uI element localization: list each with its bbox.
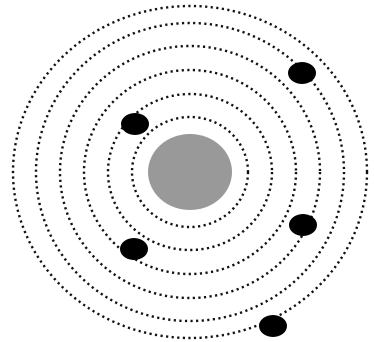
electron-1-electron-icon — [121, 113, 149, 135]
electron-2-electron-icon — [288, 62, 316, 84]
electron-3-electron-icon — [120, 238, 148, 260]
nucleus-icon — [148, 134, 232, 210]
electron-4-electron-icon — [289, 214, 317, 236]
nucleus-group — [148, 134, 232, 210]
electron-5-electron-icon — [259, 315, 287, 337]
